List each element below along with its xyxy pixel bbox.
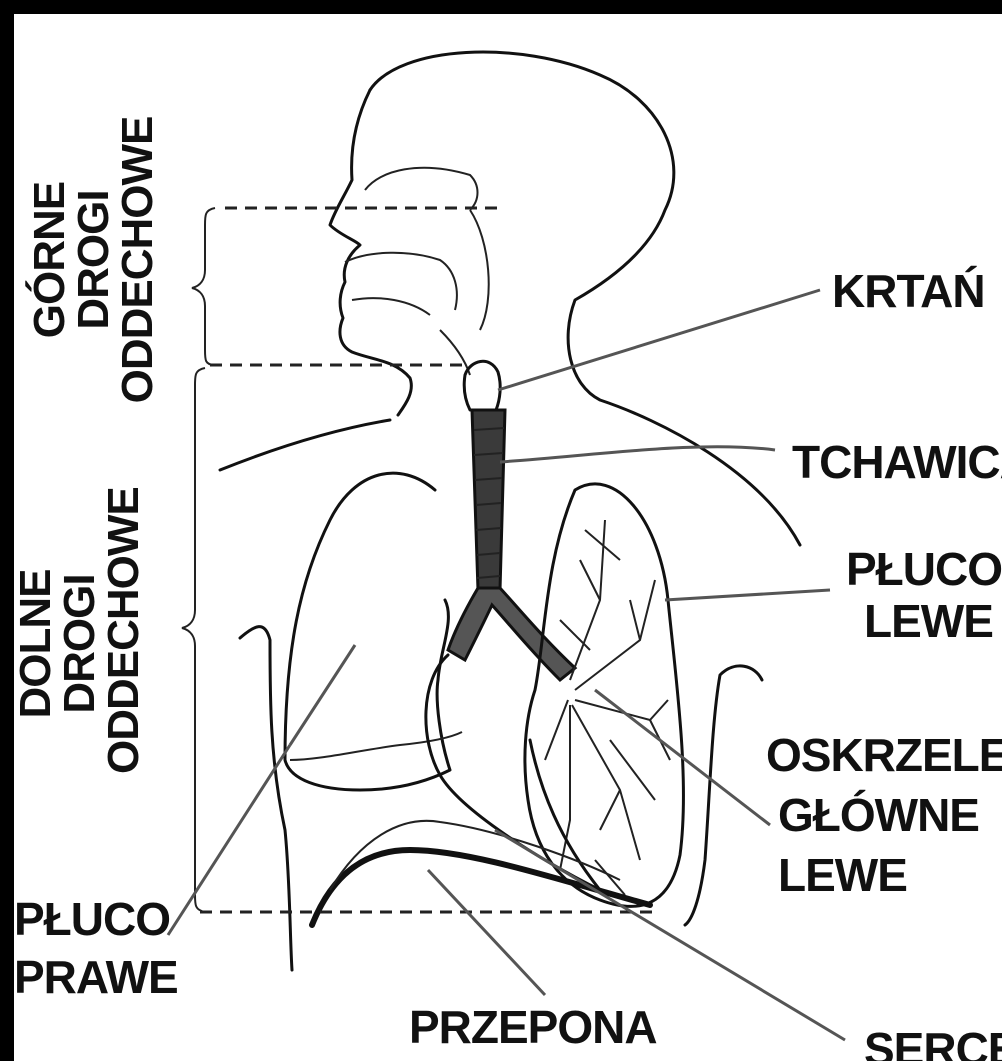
brace-lower-airways: [182, 368, 205, 912]
leader-pluco-prawe-1: [168, 745, 290, 935]
right-lung-fissure: [290, 732, 462, 760]
chest-wall-right: [240, 627, 292, 970]
nasal-cavity: [365, 168, 478, 210]
leader-pluco-lewe: [665, 590, 830, 600]
larynx: [464, 361, 500, 410]
main-bronchi: [448, 588, 575, 680]
chest-wall-left: [685, 666, 762, 925]
brace-upper-airways: [192, 208, 215, 365]
label-gorne-drogi-oddechowe: GÓRNE DROGI ODDECHOWE: [28, 110, 160, 410]
leader-przepona: [428, 870, 545, 995]
leader-krtan: [498, 290, 820, 390]
oral-cavity: [345, 253, 457, 315]
pharynx: [440, 210, 489, 375]
label-krtan: KRTAŃ: [832, 268, 985, 314]
head-outline: [370, 52, 800, 545]
label-przepona: PRZEPONA: [409, 1004, 657, 1050]
label-pluco-lewe: PŁUCO LEWE: [846, 546, 1002, 644]
label-pluco-prawe: PŁUCO PRAWE: [14, 896, 178, 1000]
leader-pluco-prawe-2: [290, 645, 355, 745]
label-serce: SERCE: [864, 1026, 1002, 1061]
shoulder-line: [220, 420, 390, 470]
left-lung-branches: [545, 520, 670, 895]
diagram-canvas: KRTAŃ TCHAWICA PŁUCO LEWE OSKRZELE GŁÓWN…: [14, 14, 1002, 1061]
label-tchawica: TCHAWICA: [792, 439, 1002, 485]
trachea: [472, 410, 505, 590]
label-oskrzele-glowne-lewe: OSKRZELE GŁÓWNE LEWE: [766, 732, 1002, 898]
diaphragm: [312, 850, 650, 925]
label-dolne-drogi-oddechowe: DOLNE DROGI ODDECHOWE: [14, 514, 146, 774]
leader-tchawica: [500, 447, 775, 462]
